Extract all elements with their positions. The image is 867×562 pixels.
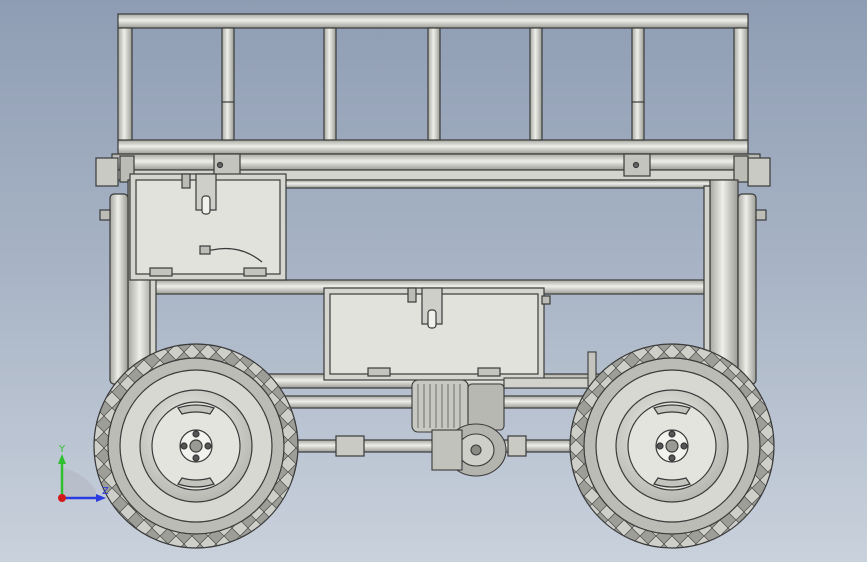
top-guard-rail xyxy=(117,13,749,155)
right-wheel xyxy=(569,343,775,549)
suspension-struts xyxy=(99,193,767,385)
y-axis-arrowhead xyxy=(58,454,66,464)
gearbox xyxy=(431,423,507,477)
lower-battery-box xyxy=(323,287,551,381)
triad-plane xyxy=(62,468,96,498)
upper-battery-box xyxy=(129,173,287,281)
y-axis-label: Y xyxy=(58,444,66,455)
coordinate-triad: Y Z xyxy=(58,444,109,502)
triad-origin xyxy=(58,494,66,502)
left-wheel xyxy=(93,343,299,549)
z-axis-label: Z xyxy=(102,486,109,497)
x-axis-arrowhead xyxy=(96,494,106,502)
